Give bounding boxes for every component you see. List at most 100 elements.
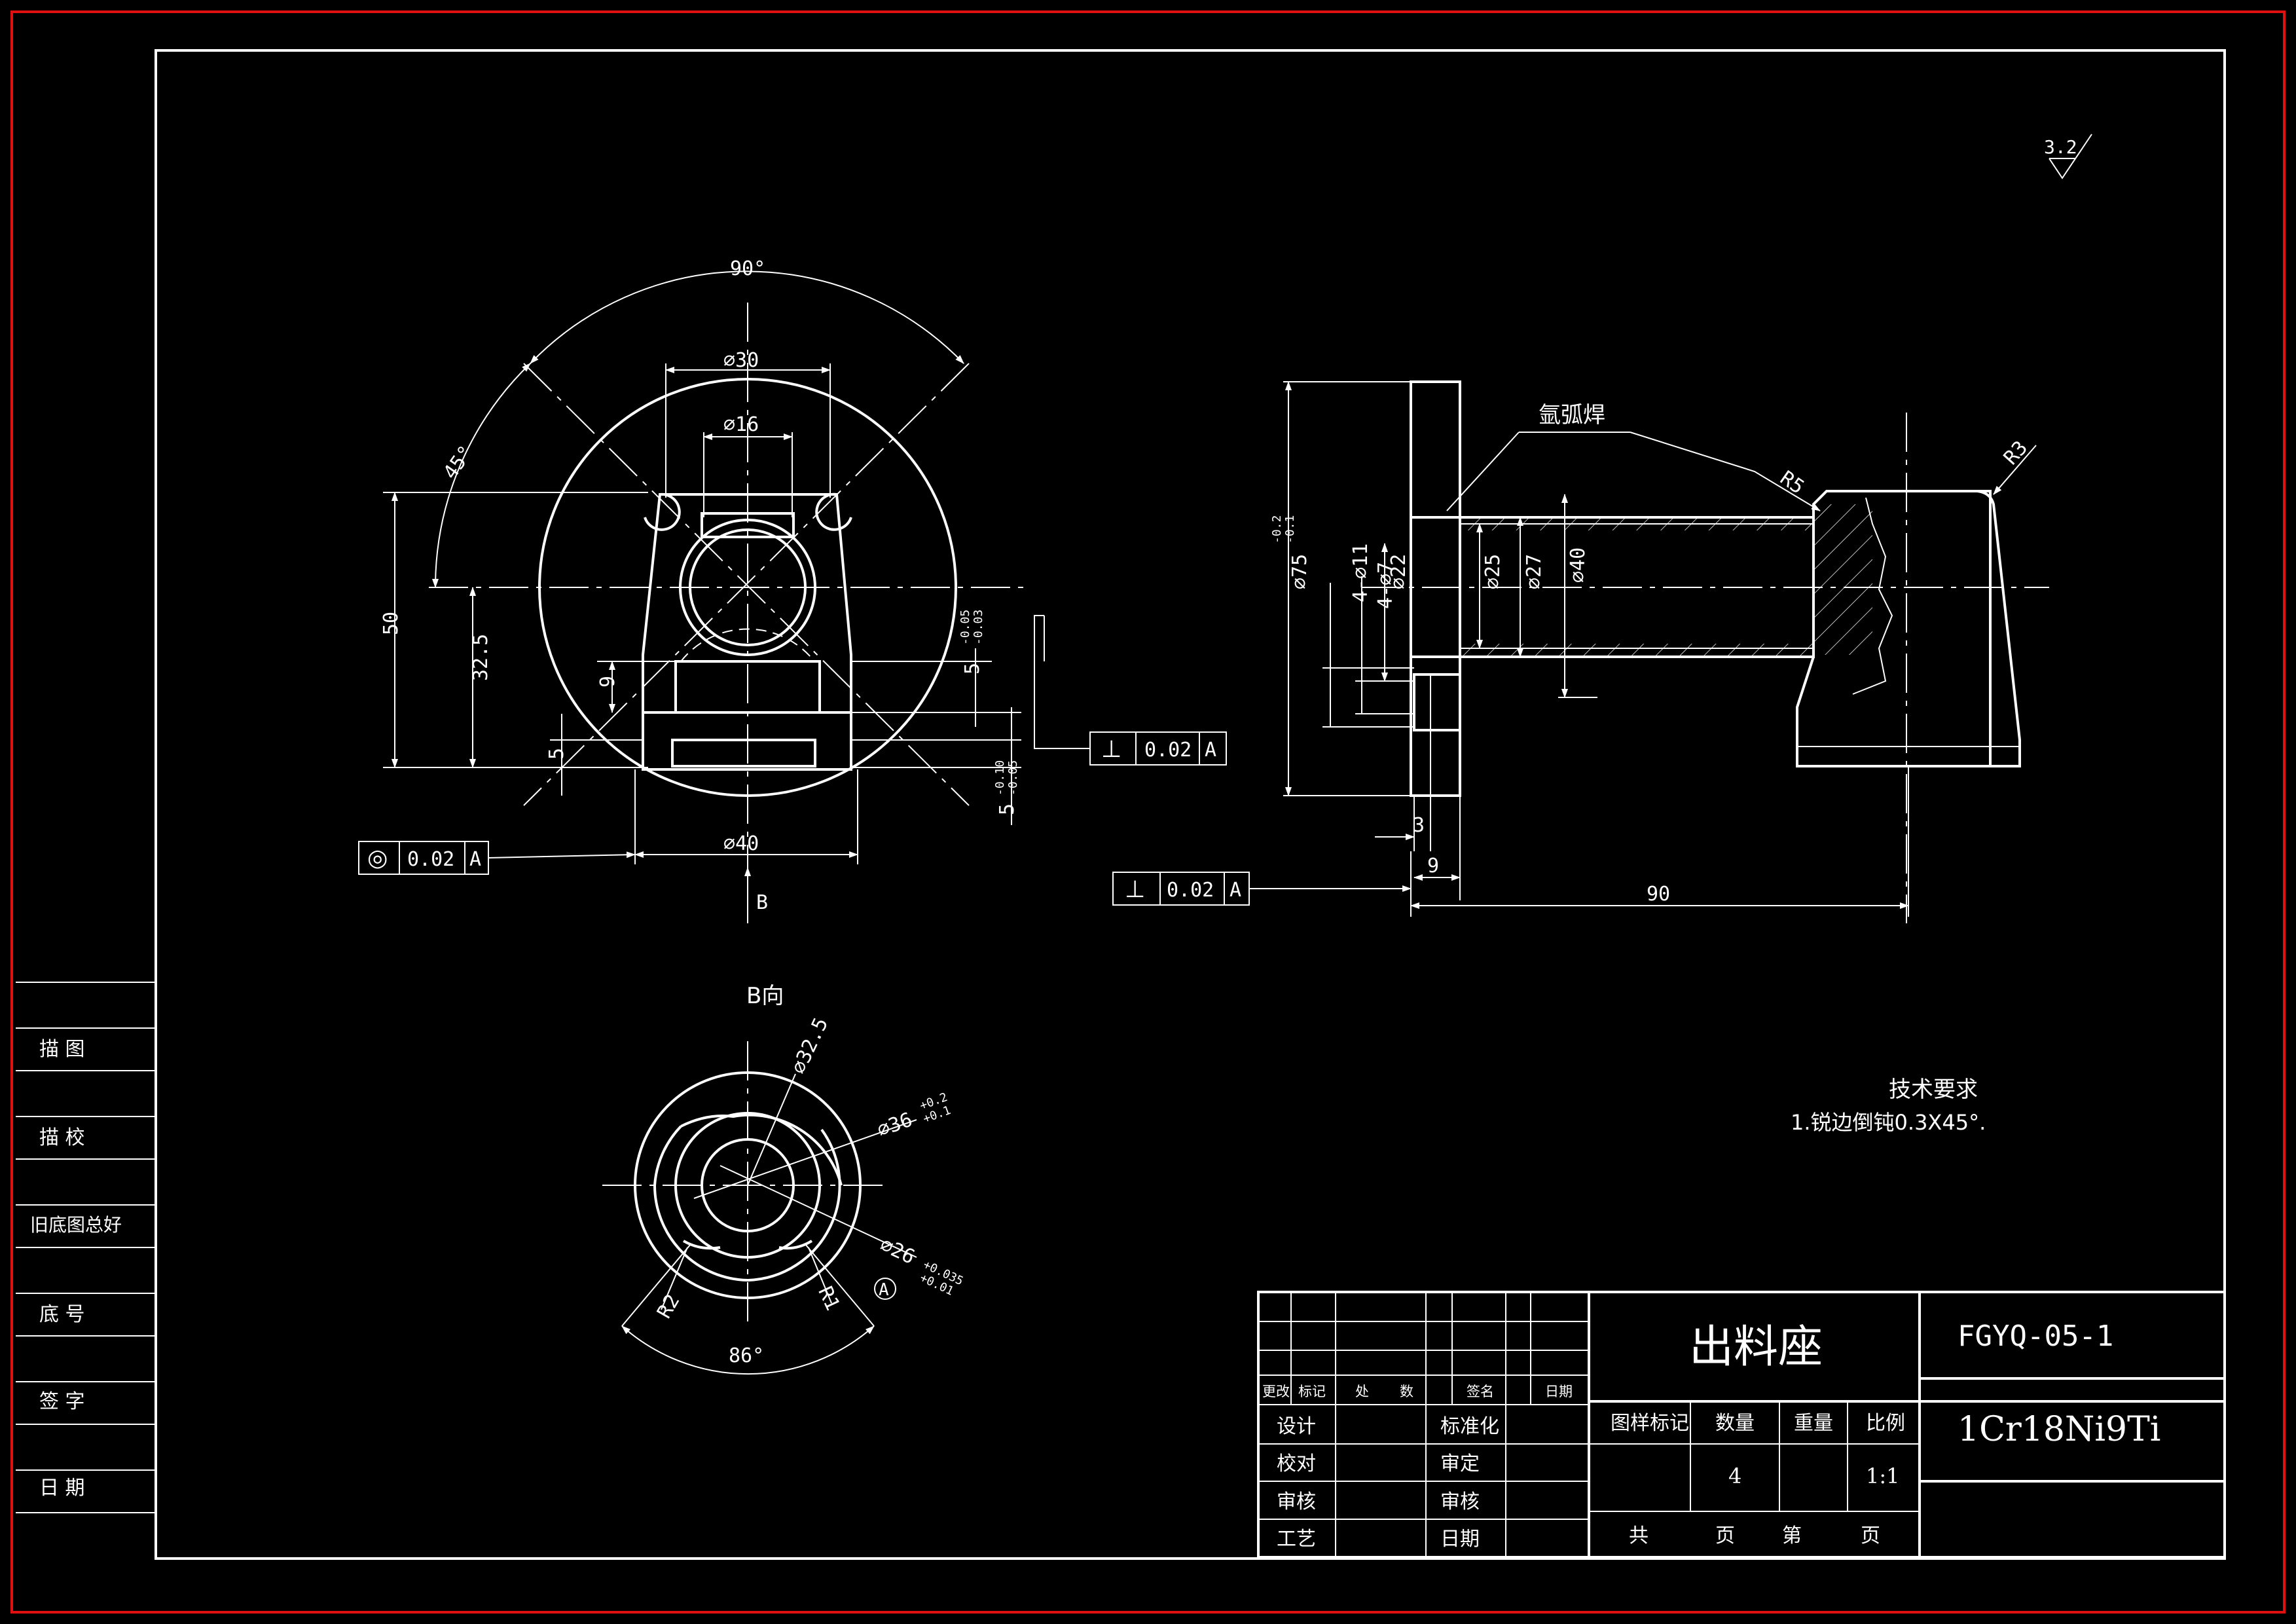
- side-label-base-number: 底 号: [39, 1303, 85, 1326]
- sign-review: 审核: [1277, 1490, 1316, 1513]
- roughness-symbol: 3.2: [2044, 134, 2092, 179]
- drawing-number: FGYQ-05-1: [1958, 1320, 2113, 1353]
- dim-d75: ∅75: [1288, 554, 1311, 589]
- drawing-frame: [155, 49, 2226, 1560]
- view-label-b: B: [756, 891, 768, 914]
- sheet-total-label: 共: [1629, 1524, 1649, 1547]
- technical-notes: 技术要求 1.锐边倒钝0.3X45°.: [1791, 1077, 1986, 1135]
- dim-angle-90: 90°: [730, 257, 765, 280]
- header-date: 日期: [1545, 1384, 1573, 1399]
- tol-perp-front-value: 0.02: [1144, 739, 1192, 762]
- header-mark: 标记: [1298, 1384, 1326, 1399]
- b-datum-a: A: [879, 1280, 889, 1300]
- dim-holes-11: 4-∅11: [1349, 544, 1372, 602]
- front-view: 90° 45° ∅30 ∅16 50 32.5 9 5 5 -0.0: [358, 257, 1227, 923]
- header-change: 更改: [1262, 1384, 1290, 1399]
- attr-drawing-mark: 图样标记: [1611, 1412, 1689, 1435]
- dim-b-r1: R1: [813, 1283, 844, 1314]
- dim-b-d36: ∅36: [874, 1108, 915, 1141]
- tolerance-frame-perpendicularity-front: ⊥ 0.02 A: [1034, 615, 1227, 766]
- dim-d25: ∅25: [1482, 554, 1504, 589]
- sign-process: 工艺: [1277, 1528, 1316, 1551]
- side-label-trace: 描 图: [39, 1038, 85, 1061]
- dim-d16: ∅16: [723, 413, 759, 436]
- dim-v5a-tol-upper: -0.05: [958, 610, 972, 645]
- tol-concentric-value: 0.02: [407, 848, 454, 871]
- sheet-number-label: 第: [1782, 1524, 1802, 1547]
- tol-perp-front-symbol: ⊥: [1101, 736, 1121, 763]
- attr-scale: 比例: [1866, 1412, 1905, 1435]
- side-label-date: 日 期: [39, 1477, 85, 1500]
- b-view: B向 ∅32.5 ∅36 +0.2 +0.1 ∅26 +0.035 +0.01 …: [602, 983, 966, 1375]
- tol-concentric-datum: A: [469, 848, 481, 871]
- dim-v5a: 5: [961, 663, 984, 674]
- dim-angle-45: 45°: [439, 441, 478, 483]
- dim-v5a-tol-lower: -0.03: [972, 610, 985, 645]
- sheet-number-unit: 页: [1861, 1524, 1880, 1547]
- dim-h9: 9: [596, 676, 619, 688]
- side-label-old-drawing: 旧底图总好: [30, 1214, 122, 1236]
- dim-d40-side: ∅40: [1567, 547, 1590, 583]
- title-block: 更改 标记 处 数 签名 日期 设计 标准化 校对 审定 审核 审核 工艺 日期…: [1257, 1291, 2226, 1559]
- sign-design: 设计: [1277, 1415, 1316, 1438]
- tolerance-frame-perpendicularity-side: ⊥ 0.02 A: [1112, 872, 1412, 906]
- tol-perp-side-value: 0.02: [1167, 879, 1214, 902]
- header-sign: 签名: [1467, 1384, 1494, 1399]
- tol-concentric-symbol: ◎: [367, 845, 388, 872]
- dim-b-angle-86: 86°: [729, 1344, 764, 1367]
- tol-perp-front-datum: A: [1205, 739, 1216, 762]
- notes-title: 技术要求: [1889, 1077, 1978, 1103]
- dim-v5b-tol-lower: -0.05: [1006, 760, 1020, 796]
- header-place: 处: [1355, 1384, 1369, 1399]
- tol-perp-side-datum: A: [1230, 879, 1241, 902]
- tolerance-frame-concentricity: ◎ 0.02 A: [358, 841, 636, 875]
- dim-d22: ∅22: [1387, 554, 1410, 589]
- dim-d75-tol-lower: -0.1: [1283, 515, 1297, 544]
- b-outer-circle: [634, 1071, 862, 1299]
- flange-outline: [538, 378, 957, 797]
- attr-weight: 重量: [1794, 1412, 1833, 1435]
- side-label-check: 描 校: [39, 1126, 85, 1149]
- dim-len-90: 90: [1647, 883, 1670, 906]
- dim-d40: ∅40: [723, 832, 759, 855]
- dim-d27: ∅27: [1523, 554, 1546, 589]
- dim-h5: 5: [545, 748, 568, 760]
- weld-note: 氩弧焊: [1539, 402, 1605, 428]
- dim-b-r2: R2: [653, 1291, 684, 1323]
- dim-v5b: 5: [996, 803, 1019, 815]
- sign-review-2: 审核: [1440, 1490, 1480, 1513]
- sign-approve: 审定: [1440, 1452, 1480, 1475]
- header-count: 数: [1400, 1384, 1413, 1399]
- sheet-total-unit: 页: [1715, 1524, 1735, 1547]
- sign-standardization: 标准化: [1440, 1415, 1499, 1438]
- bore-circle: [679, 519, 816, 656]
- dim-w3: 3: [1413, 814, 1425, 837]
- dim-d30: ∅30: [723, 349, 759, 372]
- dim-h32-5: 32.5: [469, 634, 492, 681]
- part-name: 出料座: [1689, 1321, 1823, 1373]
- material: 1Cr18Ni9Ti: [1958, 1410, 2160, 1449]
- dim-d75-tol-upper: -0.2: [1270, 515, 1284, 544]
- tol-perp-side-symbol: ⊥: [1125, 876, 1145, 903]
- scale-value: 1:1: [1866, 1464, 1900, 1488]
- dim-b-d32-5: ∅32.5: [787, 1014, 833, 1078]
- quantity-value: 4: [1728, 1464, 1741, 1488]
- sign-proofread: 校对: [1277, 1452, 1316, 1475]
- dim-v5b-tol-upper: -0.10: [993, 760, 1007, 796]
- dim-h50: 50: [380, 612, 403, 635]
- flange-plate: [1410, 380, 1461, 797]
- dim-r5: R5: [1776, 466, 1808, 498]
- notes-item-1: 1.锐边倒钝0.3X45°.: [1791, 1110, 1986, 1135]
- dim-w9: 9: [1427, 855, 1439, 877]
- sheet-outer-border: [10, 10, 2286, 1614]
- attr-quantity: 数量: [1715, 1412, 1755, 1435]
- sign-date: 日期: [1440, 1528, 1480, 1551]
- side-label-signature: 签 字: [39, 1390, 85, 1413]
- b-view-label: B向: [746, 983, 784, 1009]
- side-panel: 描 图 描 校 旧底图总好 底 号 签 字 日 期: [16, 982, 156, 1513]
- dim-b-d26: ∅26: [877, 1233, 919, 1269]
- roughness-value: 3.2: [2044, 136, 2077, 158]
- dim-r3: R3: [1999, 437, 2032, 470]
- side-view: 氩弧焊 R5 R3 ∅75 -0.2 -0.1 4-∅11 4-∅7 ∅22 ∅…: [1112, 380, 2049, 923]
